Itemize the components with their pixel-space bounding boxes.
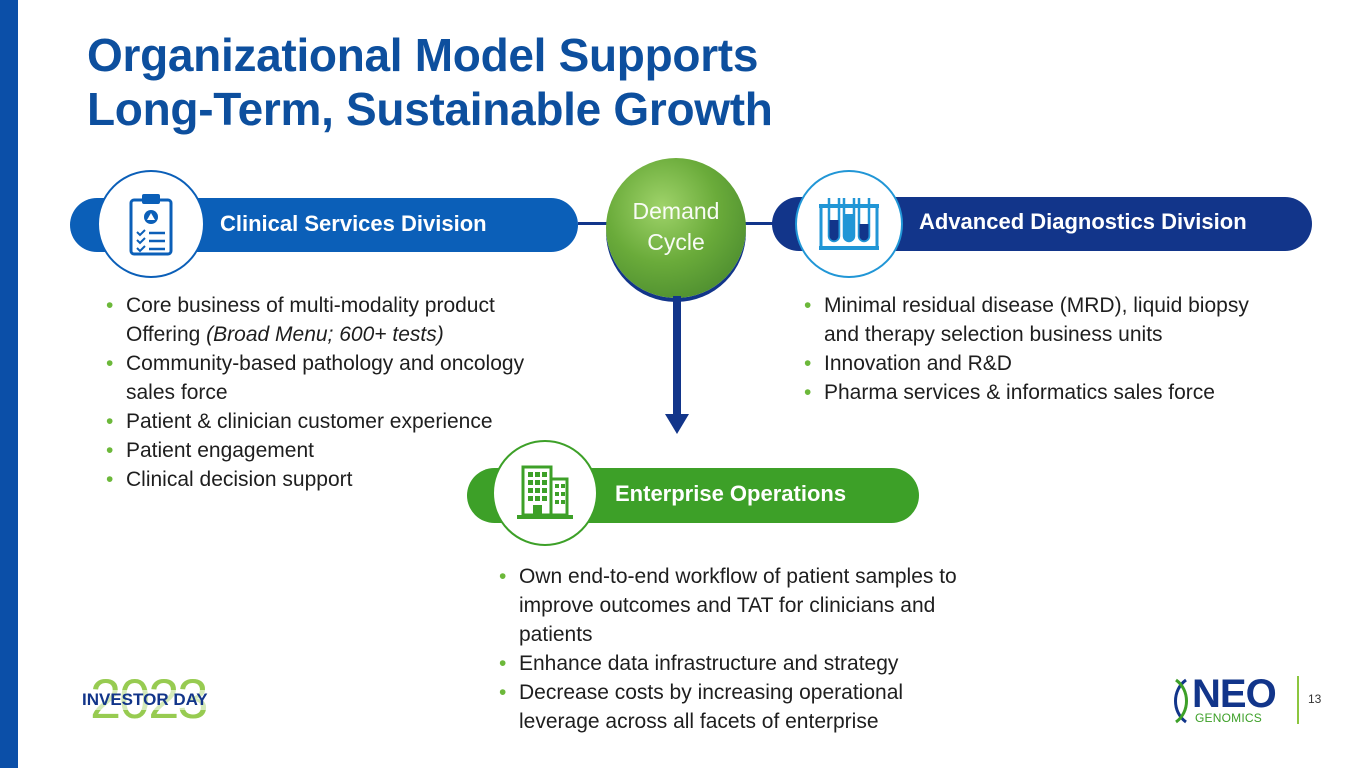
- clipboard-checklist-icon: [129, 194, 173, 256]
- advanced-diagnostics-label: Advanced Diagnostics Division: [919, 209, 1247, 234]
- list-item: Innovation and R&D: [804, 349, 1284, 378]
- title-line-1: Organizational Model Supports: [87, 29, 759, 81]
- brand-subtitle: GENOMICS: [1195, 711, 1262, 725]
- list-item: Pharma services & informatics sales forc…: [804, 378, 1284, 407]
- investor-day-label: INVESTOR DAY: [80, 690, 210, 710]
- title-line-2: Long-Term, Sustainable Growth: [87, 83, 773, 135]
- demand-cycle-label: Demand Cycle: [606, 196, 746, 258]
- demand-arrow-shaft: [673, 296, 681, 414]
- advanced-diagnostics-bullets: Minimal residual disease (MRD), liquid b…: [804, 291, 1284, 407]
- enterprise-operations-label: Enterprise Operations: [615, 481, 847, 506]
- page-title: Organizational Model Supports Long-Term,…: [87, 28, 773, 136]
- connector-right: [745, 222, 773, 225]
- dna-helix-icon: [1174, 678, 1188, 724]
- investor-day-logo: 2023 INVESTOR DAY: [80, 667, 240, 730]
- footer-divider: [1297, 676, 1299, 724]
- list-item: Minimal residual disease (MRD), liquid b…: [804, 291, 1284, 349]
- left-accent-bar: [0, 0, 18, 768]
- neogenomics-logo: NEO GENOMICS: [1170, 672, 1282, 726]
- clinical-icon-circle: [97, 170, 205, 278]
- connector-left: [578, 222, 608, 225]
- arrow-down-icon: [665, 414, 689, 434]
- list-item: Community-based pathology and oncology s…: [106, 349, 566, 407]
- demand-cycle-line-1: Demand: [632, 198, 720, 224]
- test-tubes-icon: [819, 198, 879, 250]
- list-item: Enhance data infrastructure and strategy: [499, 649, 979, 678]
- list-item: Own end-to-end workflow of patient sampl…: [499, 562, 979, 649]
- enterprise-operations-bullets: Own end-to-end workflow of patient sampl…: [499, 562, 979, 736]
- brand-name: NEO: [1192, 672, 1277, 716]
- list-item: Clinical decision support: [106, 465, 566, 494]
- list-item: Decrease costs by increasing operational…: [499, 678, 979, 736]
- list-item: Patient & clinician customer experience: [106, 407, 566, 436]
- clinical-services-label: Clinical Services Division: [220, 211, 487, 236]
- list-item: Patient engagement: [106, 436, 566, 465]
- clinical-services-bullets: Core business of multi-modality product …: [106, 291, 566, 494]
- demand-cycle-line-2: Cycle: [647, 229, 705, 255]
- page-number: 13: [1308, 692, 1322, 706]
- advanced-icon-circle: [795, 170, 903, 278]
- list-item: Core business of multi-modality product …: [106, 291, 566, 349]
- demand-cycle-circle: Demand Cycle: [606, 158, 746, 298]
